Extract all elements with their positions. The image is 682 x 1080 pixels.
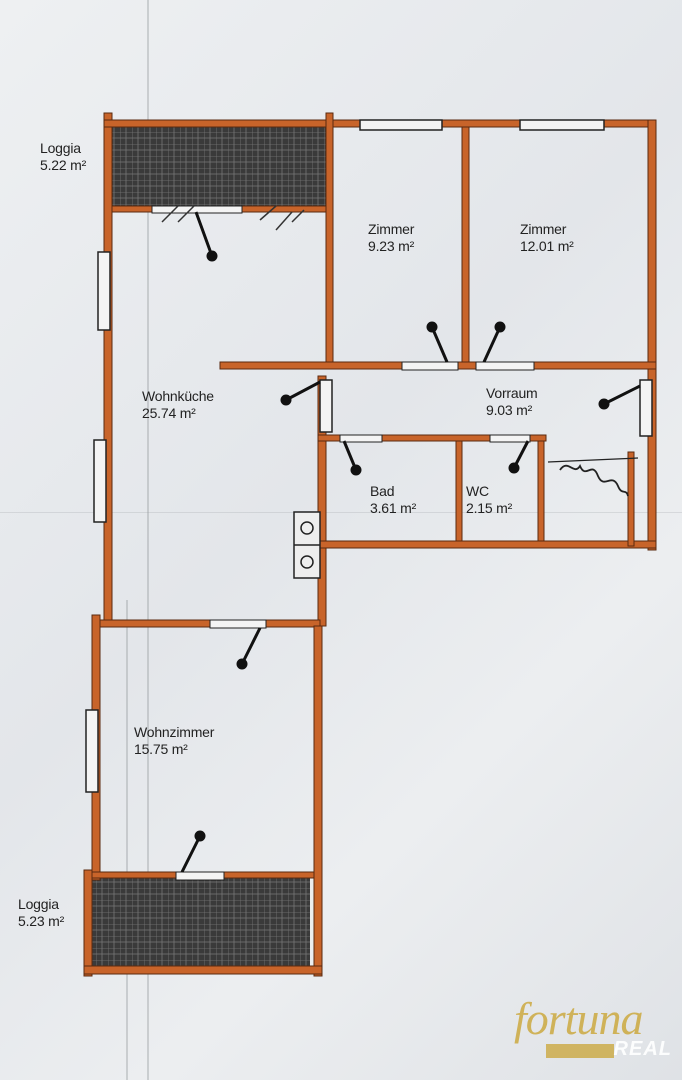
room-name: Loggia xyxy=(18,896,59,912)
storage-scribble xyxy=(559,464,629,497)
room-area: 9.23 m² xyxy=(368,238,415,254)
room-name: Bad xyxy=(370,483,395,499)
room-name: Wohnküche xyxy=(142,388,214,404)
fortuna-real-logo: fortuna REAL xyxy=(506,992,676,1072)
paper-fold xyxy=(126,600,128,1080)
windows xyxy=(85,119,653,793)
logo-bar xyxy=(546,1044,614,1058)
room-zimmer-2: Zimmer 12.01 m² xyxy=(520,221,574,255)
stove xyxy=(293,511,321,579)
room-name: Vorraum xyxy=(486,385,538,401)
room-name: Wohnzimmer xyxy=(134,724,215,740)
room-loggia-bottom: Loggia 5.23 m² xyxy=(18,896,64,930)
room-area: 2.15 m² xyxy=(466,500,513,516)
room-area: 15.75 m² xyxy=(134,741,188,757)
loggia-bottom-floor xyxy=(92,878,310,966)
paper-fold xyxy=(147,0,149,1080)
room-name: Loggia xyxy=(40,140,81,156)
room-name: Zimmer xyxy=(520,221,567,237)
room-wohnkueche: Wohnküche 25.74 m² xyxy=(142,388,214,422)
logo-brand: fortuna xyxy=(514,993,643,1044)
storage-line xyxy=(547,457,639,463)
doors xyxy=(151,205,641,881)
room-wc: WC 2.15 m² xyxy=(466,483,512,517)
room-zimmer-1: Zimmer 9.23 m² xyxy=(368,221,414,255)
room-area: 3.61 m² xyxy=(370,500,417,516)
room-area: 5.22 m² xyxy=(40,157,87,173)
room-area: 5.23 m² xyxy=(18,913,65,929)
room-name: Zimmer xyxy=(368,221,415,237)
paper-fold xyxy=(0,512,682,513)
loggia-top-floor xyxy=(112,126,328,206)
room-bad: Bad 3.61 m² xyxy=(370,483,416,517)
logo-sub: REAL xyxy=(613,1038,672,1060)
room-area: 25.74 m² xyxy=(142,405,196,421)
room-wohnzimmer: Wohnzimmer 15.75 m² xyxy=(134,724,214,758)
room-area: 9.03 m² xyxy=(486,402,533,418)
room-area: 12.01 m² xyxy=(520,238,574,254)
room-vorraum: Vorraum 9.03 m² xyxy=(486,385,538,419)
room-name: WC xyxy=(466,483,489,499)
room-loggia-top: Loggia 5.22 m² xyxy=(40,140,86,174)
